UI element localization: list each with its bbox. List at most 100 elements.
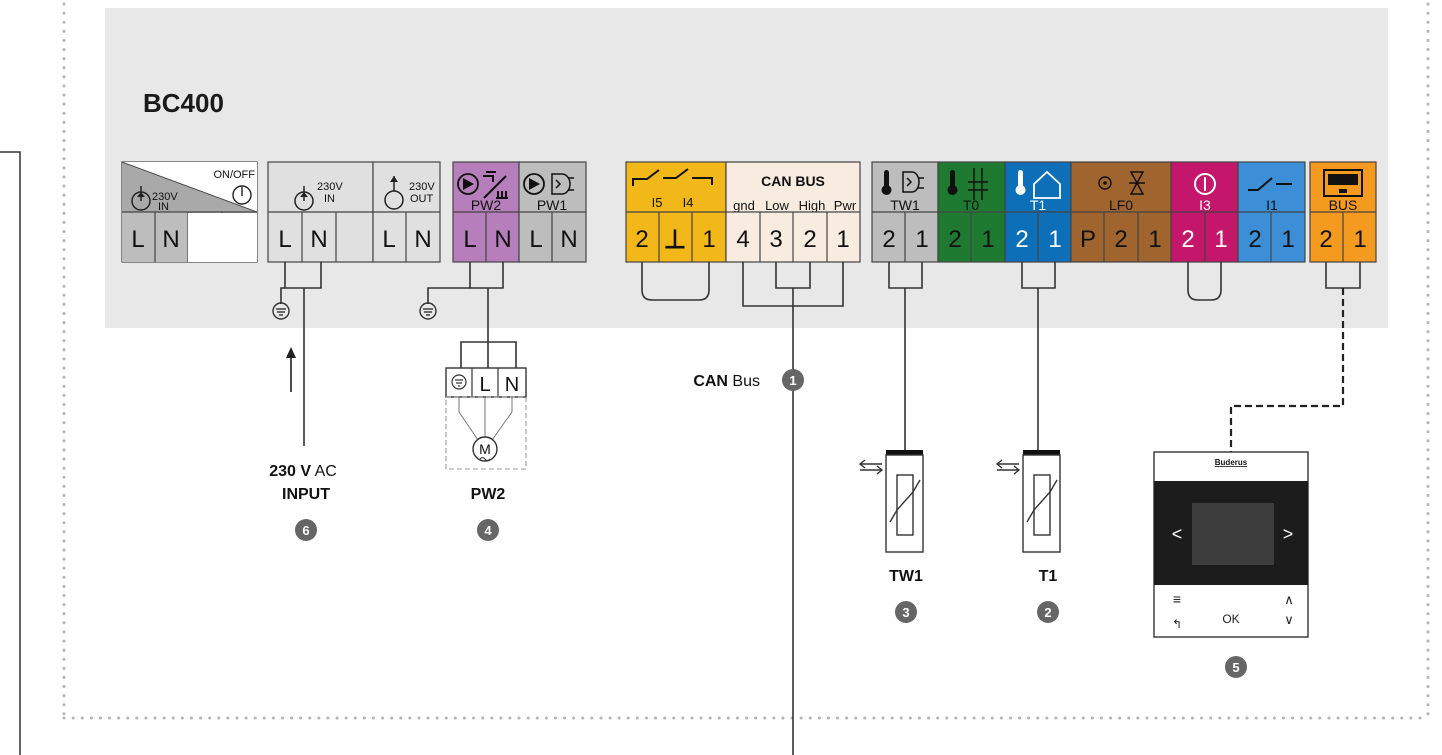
tw1-callout-label: TW1 [889, 568, 923, 585]
lf0-pin-p: P [1080, 226, 1096, 253]
tw1-pin-2: 2 [882, 226, 895, 253]
mains-in-voltage: 230V [317, 181, 343, 193]
hot-water-tap-icon [483, 171, 508, 199]
controller-ok-button: OK [1222, 612, 1239, 626]
callout-badge-1 [782, 369, 804, 391]
cylinder-icon [902, 171, 924, 193]
pw1-label: PW1 [537, 197, 568, 213]
can-bus-title: CAN BUS [761, 173, 825, 189]
pipe-sensor-icon [968, 168, 988, 200]
temperature-sensor-t1 [995, 450, 1061, 553]
pump-pin-n: N [505, 374, 519, 396]
terminal-i5-i4: I5 I4 2 ⊥ 1 [625, 161, 727, 263]
earth-symbol-icon [272, 302, 290, 320]
dotted-frame [62, 2, 1430, 720]
t0-label: T0 [963, 197, 980, 213]
terminal-tw1: TW1 2 1 [871, 161, 939, 263]
mains-out-pin-1: L [382, 226, 395, 253]
callout-badge-3 [895, 601, 917, 623]
controller-left-button: < [1172, 524, 1183, 544]
terminal-bus: BUS 2 1 [1309, 161, 1377, 263]
callout-number-4: 4 [484, 523, 492, 538]
power-in-pin-1: L [131, 226, 144, 253]
pw2-label: PW2 [471, 197, 502, 213]
can-sub-low: Low [765, 198, 789, 213]
terminal-mains-in: 230V IN L N [267, 161, 374, 263]
mains-in-pin-1: L [278, 226, 291, 253]
lf0-pin-1: 1 [1148, 226, 1161, 253]
pump-icon [523, 173, 545, 195]
i3-pin-1: 1 [1214, 226, 1227, 253]
controller-menu-button: ≡ [1173, 591, 1181, 607]
switch-contact-icon [1248, 177, 1292, 191]
i3-label: I3 [1199, 197, 1211, 213]
terminal-t1: T1 2 1 [1004, 161, 1072, 263]
t1-pin-2: 2 [1015, 226, 1028, 253]
tw1-pin-1: 1 [915, 226, 928, 253]
power-in-pin-2: N [162, 226, 179, 253]
t1-pin-1: 1 [1048, 226, 1061, 253]
tw1-terminal-label: TW1 [890, 197, 920, 213]
thermometer-icon [1015, 170, 1026, 195]
terminal-power-in: 230V IN ON/OFF L N [121, 161, 258, 263]
room-controller: Buderus < > ≡ ↰ OK ∧ ∨ [1153, 451, 1309, 638]
sensor-arrows-icon [858, 459, 884, 475]
can-pin-1: 1 [836, 226, 849, 253]
terminal-can-bus: CAN BUS gnd Low High Pwr 4 3 2 1 [725, 161, 861, 263]
bus-pin-1: 1 [1353, 226, 1366, 253]
can-sub-pwr: Pwr [834, 198, 857, 213]
callout-number-1: 1 [789, 373, 796, 388]
temperature-sensor-tw1 [858, 450, 924, 553]
t0-pin-2: 2 [948, 226, 961, 253]
controller-right-button: > [1283, 524, 1294, 544]
controller-up-button: ∧ [1284, 592, 1294, 607]
mains-callout-line2: INPUT [282, 486, 330, 503]
i3-pin-2: 2 [1181, 226, 1194, 253]
can-sub-gnd: gnd [733, 198, 755, 213]
bus-cable-dashed [1229, 288, 1345, 452]
switch-contact-icon [632, 168, 713, 186]
mains-out-pin-2: N [414, 226, 431, 253]
power-in-label: IN [158, 201, 169, 213]
t1-callout-label: T1 [1039, 568, 1058, 585]
can-pin-4: 4 [736, 226, 749, 253]
valve-icon [1129, 171, 1145, 195]
i4-label: I4 [683, 195, 694, 210]
motor-icon [472, 436, 498, 462]
terminal-i3: I3 2 1 [1170, 161, 1239, 263]
wiring [280, 262, 1361, 755]
terminal-mains-out: 230V OUT L N [372, 161, 441, 263]
arrow-up-icon [286, 347, 296, 392]
pw2-pin-l: L [463, 226, 476, 253]
earth-symbol-icon [451, 374, 467, 390]
can-sub-high: High [799, 198, 826, 213]
pw2-callout-label: PW2 [471, 486, 506, 503]
callout-number-6: 6 [302, 523, 309, 538]
mains-in-label: IN [324, 193, 335, 205]
mains-out-label: OUT [410, 193, 434, 205]
motor-label: M [479, 441, 491, 457]
t1-terminal-label: T1 [1030, 197, 1047, 213]
terminal-t0: T0 2 1 [937, 161, 1006, 263]
bus-label: BUS [1329, 197, 1358, 213]
mains-callout-line1: 230 V AC [269, 463, 337, 480]
i5-label: I5 [652, 195, 663, 210]
callout-number-3: 3 [902, 605, 909, 620]
earth-plug-icon [131, 186, 151, 211]
callout-number-5: 5 [1232, 660, 1239, 675]
pump-device: L N M [445, 341, 527, 470]
pw1-pin-l: L [529, 226, 542, 253]
i5i4-pin-2: 2 [635, 226, 648, 253]
can-bus-callout-label: CAN Bus [693, 373, 760, 390]
earth-plug-icon [294, 186, 314, 211]
controller-icon [1323, 169, 1363, 197]
callout-badge-2 [1037, 601, 1059, 623]
earth-plug-icon [384, 176, 404, 210]
lf0-label: LF0 [1109, 197, 1133, 213]
pump-icon [457, 173, 479, 195]
power-switch-icon [232, 185, 252, 205]
lf0-pin-2: 2 [1114, 226, 1127, 253]
callout-badge-5 [1225, 656, 1247, 678]
thermometer-icon [947, 170, 958, 195]
